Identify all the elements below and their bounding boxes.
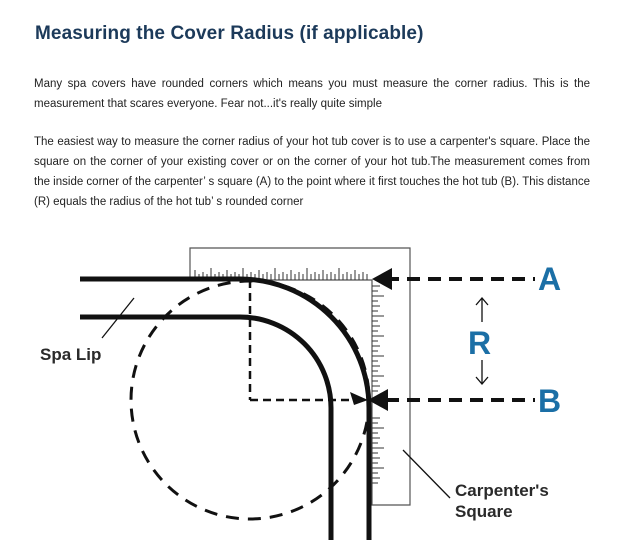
touch-point-arrowhead bbox=[350, 392, 368, 405]
radius-measurement-diagram: A B R Spa Lip Carpenter's Square bbox=[40, 247, 561, 540]
point-b-arrowhead bbox=[368, 389, 388, 411]
hot-tub-outer-edge bbox=[80, 276, 372, 540]
side-ruler-ticks bbox=[372, 285, 384, 484]
instructions-paragraph: The easiest way to measure the corner ra… bbox=[34, 136, 590, 208]
label-r: R bbox=[468, 325, 491, 361]
carpenters-square-label-line1: Carpenter's bbox=[455, 481, 549, 500]
spa-lip-leader-line bbox=[101, 297, 135, 339]
square-leader-line bbox=[402, 449, 451, 499]
intro-paragraph: Many spa covers have rounded corners whi… bbox=[34, 78, 590, 110]
hot-tub-inner-edge bbox=[80, 314, 334, 540]
label-b: B bbox=[538, 383, 561, 419]
carpenters-square-label-line2: Square bbox=[455, 502, 513, 521]
point-a-arrowhead bbox=[372, 268, 392, 290]
spa-lip-label: Spa Lip bbox=[40, 345, 101, 364]
radius-dimension-arrows bbox=[475, 297, 489, 385]
page-title: Measuring the Cover Radius (if applicabl… bbox=[35, 23, 424, 44]
label-a: A bbox=[538, 261, 561, 297]
